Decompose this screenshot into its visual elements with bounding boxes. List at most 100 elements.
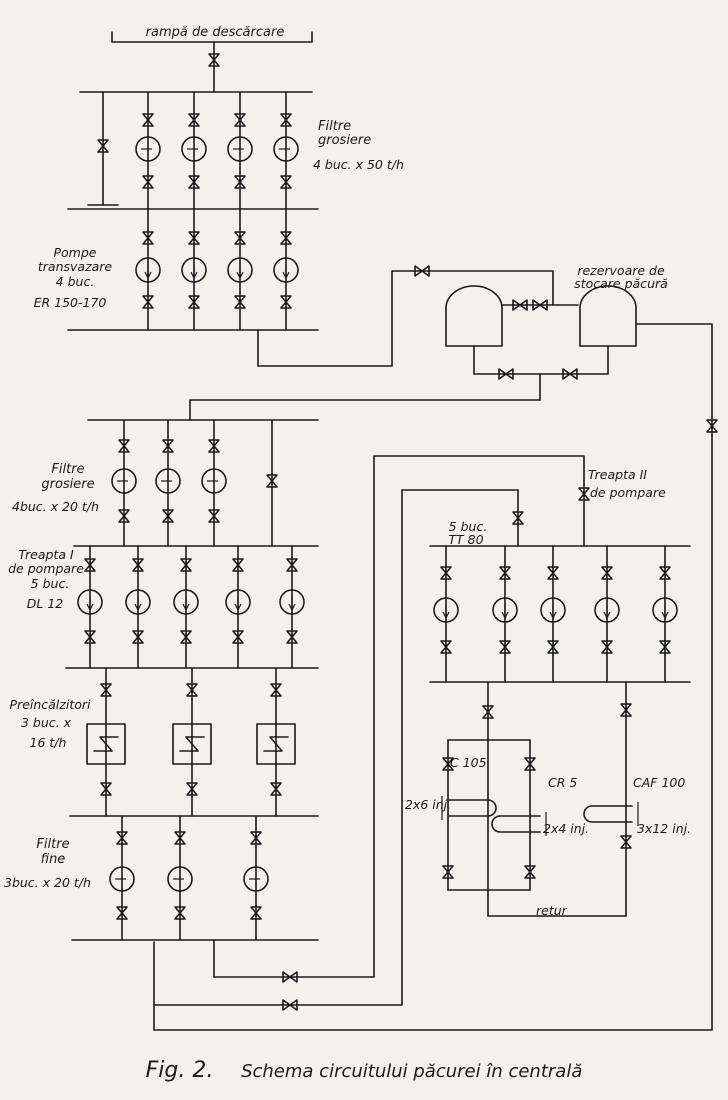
valve-icon (266, 474, 278, 488)
return-line-label: retur (536, 903, 567, 918)
valve-icon (440, 566, 452, 580)
figure-caption: Fig. 2. Schema circuitului păcurei în ce… (0, 1058, 728, 1083)
valve-icon (188, 175, 200, 189)
pump-icon (181, 257, 207, 283)
valve-icon (208, 53, 220, 67)
valve-icon (232, 558, 244, 572)
valve-icon (234, 175, 246, 189)
valve-icon (706, 419, 718, 433)
pump-stage-2-line2: de pompare (590, 485, 666, 500)
pump-icon (540, 597, 566, 623)
pump-stage-1-line3: 5 buc. (30, 576, 70, 591)
transfer-pumps-line1: Pompe (53, 245, 97, 260)
storage-tank-icon (579, 285, 637, 347)
pump-icon (135, 257, 161, 283)
boiler-c105-label: C 105 (450, 755, 487, 770)
pump-arrowhead (144, 271, 152, 280)
valve-icon (442, 865, 454, 879)
valve-icon (162, 439, 174, 453)
pump-icon (77, 589, 103, 615)
unloading-ramp-label: rampă de descărcare (145, 25, 285, 40)
coarse-filters-1-title-line2: grosiere (318, 133, 372, 148)
filter-icon (227, 136, 253, 162)
preheater-icon (256, 723, 296, 765)
valve-icon (620, 835, 632, 849)
preheaters-line1: Preîncălzitori (9, 697, 91, 712)
valve-icon (142, 113, 154, 127)
valve-icon (84, 558, 96, 572)
valve-icon (180, 630, 192, 644)
pump-arrowhead (442, 611, 450, 620)
boiler-cr5-label: CR 5 (548, 775, 578, 790)
pump-arrowhead (182, 603, 190, 612)
valve-icon (282, 971, 298, 983)
filter-icon (181, 136, 207, 162)
pump-arrowhead (288, 603, 296, 612)
pump-arrowhead (549, 611, 557, 620)
valve-icon (188, 113, 200, 127)
storage-tanks-label-line2: stocare păcură (574, 276, 668, 291)
valve-icon (270, 782, 282, 796)
valve-icon (142, 175, 154, 189)
valve-icon (286, 630, 298, 644)
pump-icon (279, 589, 305, 615)
storage-tanks-label-line1: rezervoare de (577, 263, 665, 278)
pump-icon (492, 597, 518, 623)
pipe (257, 270, 554, 367)
valve-icon (282, 999, 298, 1011)
boiler-caf100-label: CAF 100 (633, 775, 686, 790)
boiler-caf100-injectors: 3x12 inj. (637, 821, 692, 836)
valve-icon (499, 566, 511, 580)
fine-filters-line2: fine (40, 852, 66, 867)
filter-icon (135, 136, 161, 162)
valve-icon (174, 831, 186, 845)
storage-tank-icon (445, 285, 503, 347)
valve-icon (116, 831, 128, 845)
valve-icon (601, 566, 613, 580)
pump-arrowhead (661, 611, 669, 620)
valve-icon (116, 906, 128, 920)
preheater-icon (86, 723, 126, 765)
valve-icon (188, 295, 200, 309)
pipe (213, 455, 585, 978)
coarse-filters-2-line2: grosiere (41, 477, 95, 492)
valve-icon (188, 231, 200, 245)
boiler-c105-injectors: 2x6 inj. (405, 797, 452, 812)
pump-arrowhead (236, 271, 244, 280)
valve-icon (280, 295, 292, 309)
valve-icon (482, 705, 494, 719)
valve-icon (280, 175, 292, 189)
coarse-filters-1-qty: 4 buc. x 50 t/h (313, 157, 404, 172)
transfer-pumps-line2: transvazare (37, 259, 113, 274)
valve-icon (234, 113, 246, 127)
coarse-filters-1-title-line1: Filtre (318, 119, 352, 134)
valve-icon (286, 558, 298, 572)
valve-icon (234, 231, 246, 245)
figure-title: Schema circuitului păcurei în centrală (241, 1061, 583, 1082)
valve-icon (270, 683, 282, 697)
valve-icon (512, 511, 524, 525)
valve-icon (414, 265, 430, 277)
valve-icon (280, 231, 292, 245)
fine-filters-qty: 3buc. x 20 t/h (4, 875, 91, 890)
valve-icon (280, 113, 292, 127)
valve-icon (232, 630, 244, 644)
preheater-icon (172, 723, 212, 765)
valve-icon (499, 640, 511, 654)
transfer-pumps-line3: 4 buc. (55, 274, 95, 289)
valve-icon (118, 439, 130, 453)
valve-icon (562, 368, 578, 380)
valve-icon (234, 295, 246, 309)
valve-icon (208, 509, 220, 523)
pipe (189, 399, 541, 421)
tt80-qty: 5 buc. (448, 519, 488, 534)
pump-icon (273, 257, 299, 283)
pump-icon (594, 597, 620, 623)
valve-icon (524, 865, 536, 879)
tt80-model: TT 80 (448, 532, 484, 547)
pump-arrowhead (501, 611, 509, 620)
valve-icon (250, 831, 262, 845)
pump-icon (225, 589, 251, 615)
valve-icon (498, 368, 514, 380)
